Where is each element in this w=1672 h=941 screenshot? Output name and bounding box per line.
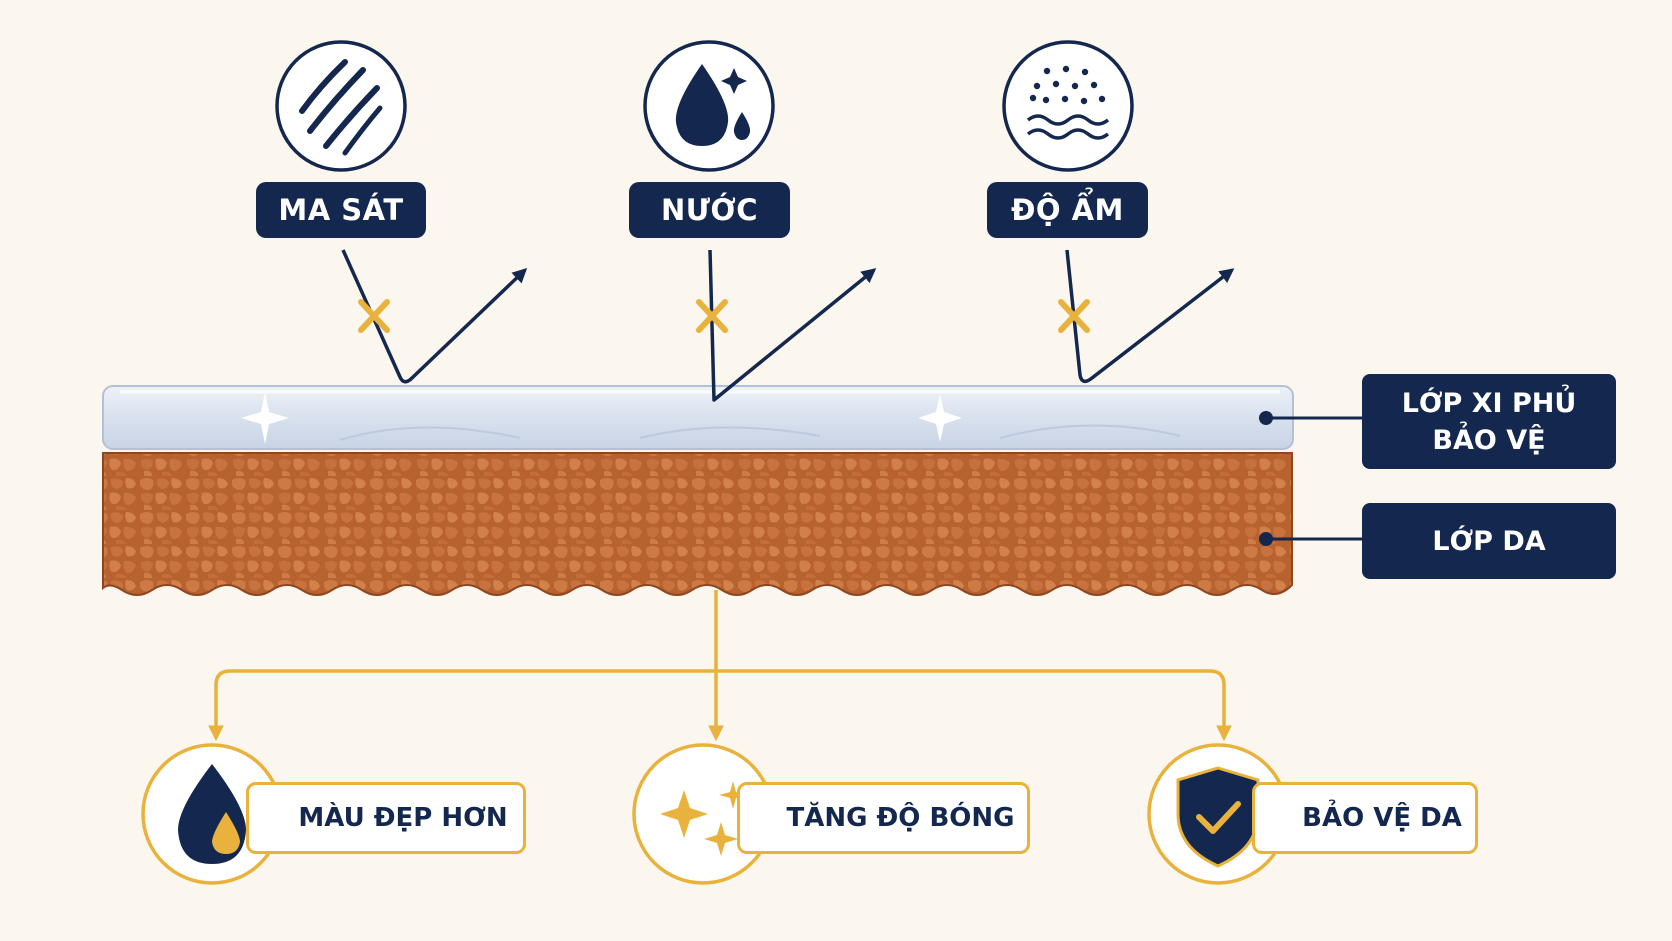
benefit-gloss: TĂNG ĐỘ BÓNG bbox=[737, 782, 1030, 854]
threat-label-text: NƯỚC bbox=[660, 193, 759, 227]
blocked-x-icon bbox=[1058, 299, 1090, 333]
benefit-flow-lines bbox=[208, 590, 1232, 742]
leather-layer bbox=[102, 452, 1293, 596]
layer-connectors bbox=[1259, 411, 1362, 546]
threat-label-text: MA SÁT bbox=[278, 193, 404, 227]
blocked-x-icon bbox=[696, 299, 728, 333]
threat-label-friction: MA SÁT bbox=[256, 182, 426, 238]
threat-label-humidity: ĐỘ ẨM bbox=[987, 182, 1148, 238]
leather-layer-label: LỚP DA bbox=[1362, 503, 1616, 579]
coating-layer bbox=[102, 385, 1294, 450]
leather-layer-label-text: LỚP DA bbox=[1432, 525, 1546, 557]
benefit-protection: BẢO VỆ DA bbox=[1252, 782, 1478, 854]
coating-layer-label: LỚP XI PHỦ BẢO VỆ bbox=[1362, 374, 1616, 469]
threat-label-text: ĐỘ ẨM bbox=[1011, 193, 1124, 227]
benefit-label: MÀU ĐẸP HƠN bbox=[298, 803, 508, 833]
deflection-arrows bbox=[341, 249, 1235, 402]
blocked-x-icon bbox=[358, 299, 390, 333]
coating-layer-label-line2: BẢO VỆ bbox=[1432, 424, 1546, 456]
scratch-icon bbox=[275, 40, 407, 172]
coating-layer-label-line1: LỚP XI PHỦ bbox=[1401, 387, 1577, 419]
benefit-label: BẢO VỆ DA bbox=[1302, 803, 1462, 833]
threat-label-water: NƯỚC bbox=[629, 182, 790, 238]
benefit-color: MÀU ĐẸP HƠN bbox=[246, 782, 526, 854]
glint-icon bbox=[241, 392, 289, 444]
glint-icon bbox=[918, 394, 962, 442]
benefit-label: TĂNG ĐỘ BÓNG bbox=[786, 803, 1015, 833]
humidity-icon bbox=[1002, 40, 1134, 172]
water-drop-icon bbox=[643, 40, 775, 172]
